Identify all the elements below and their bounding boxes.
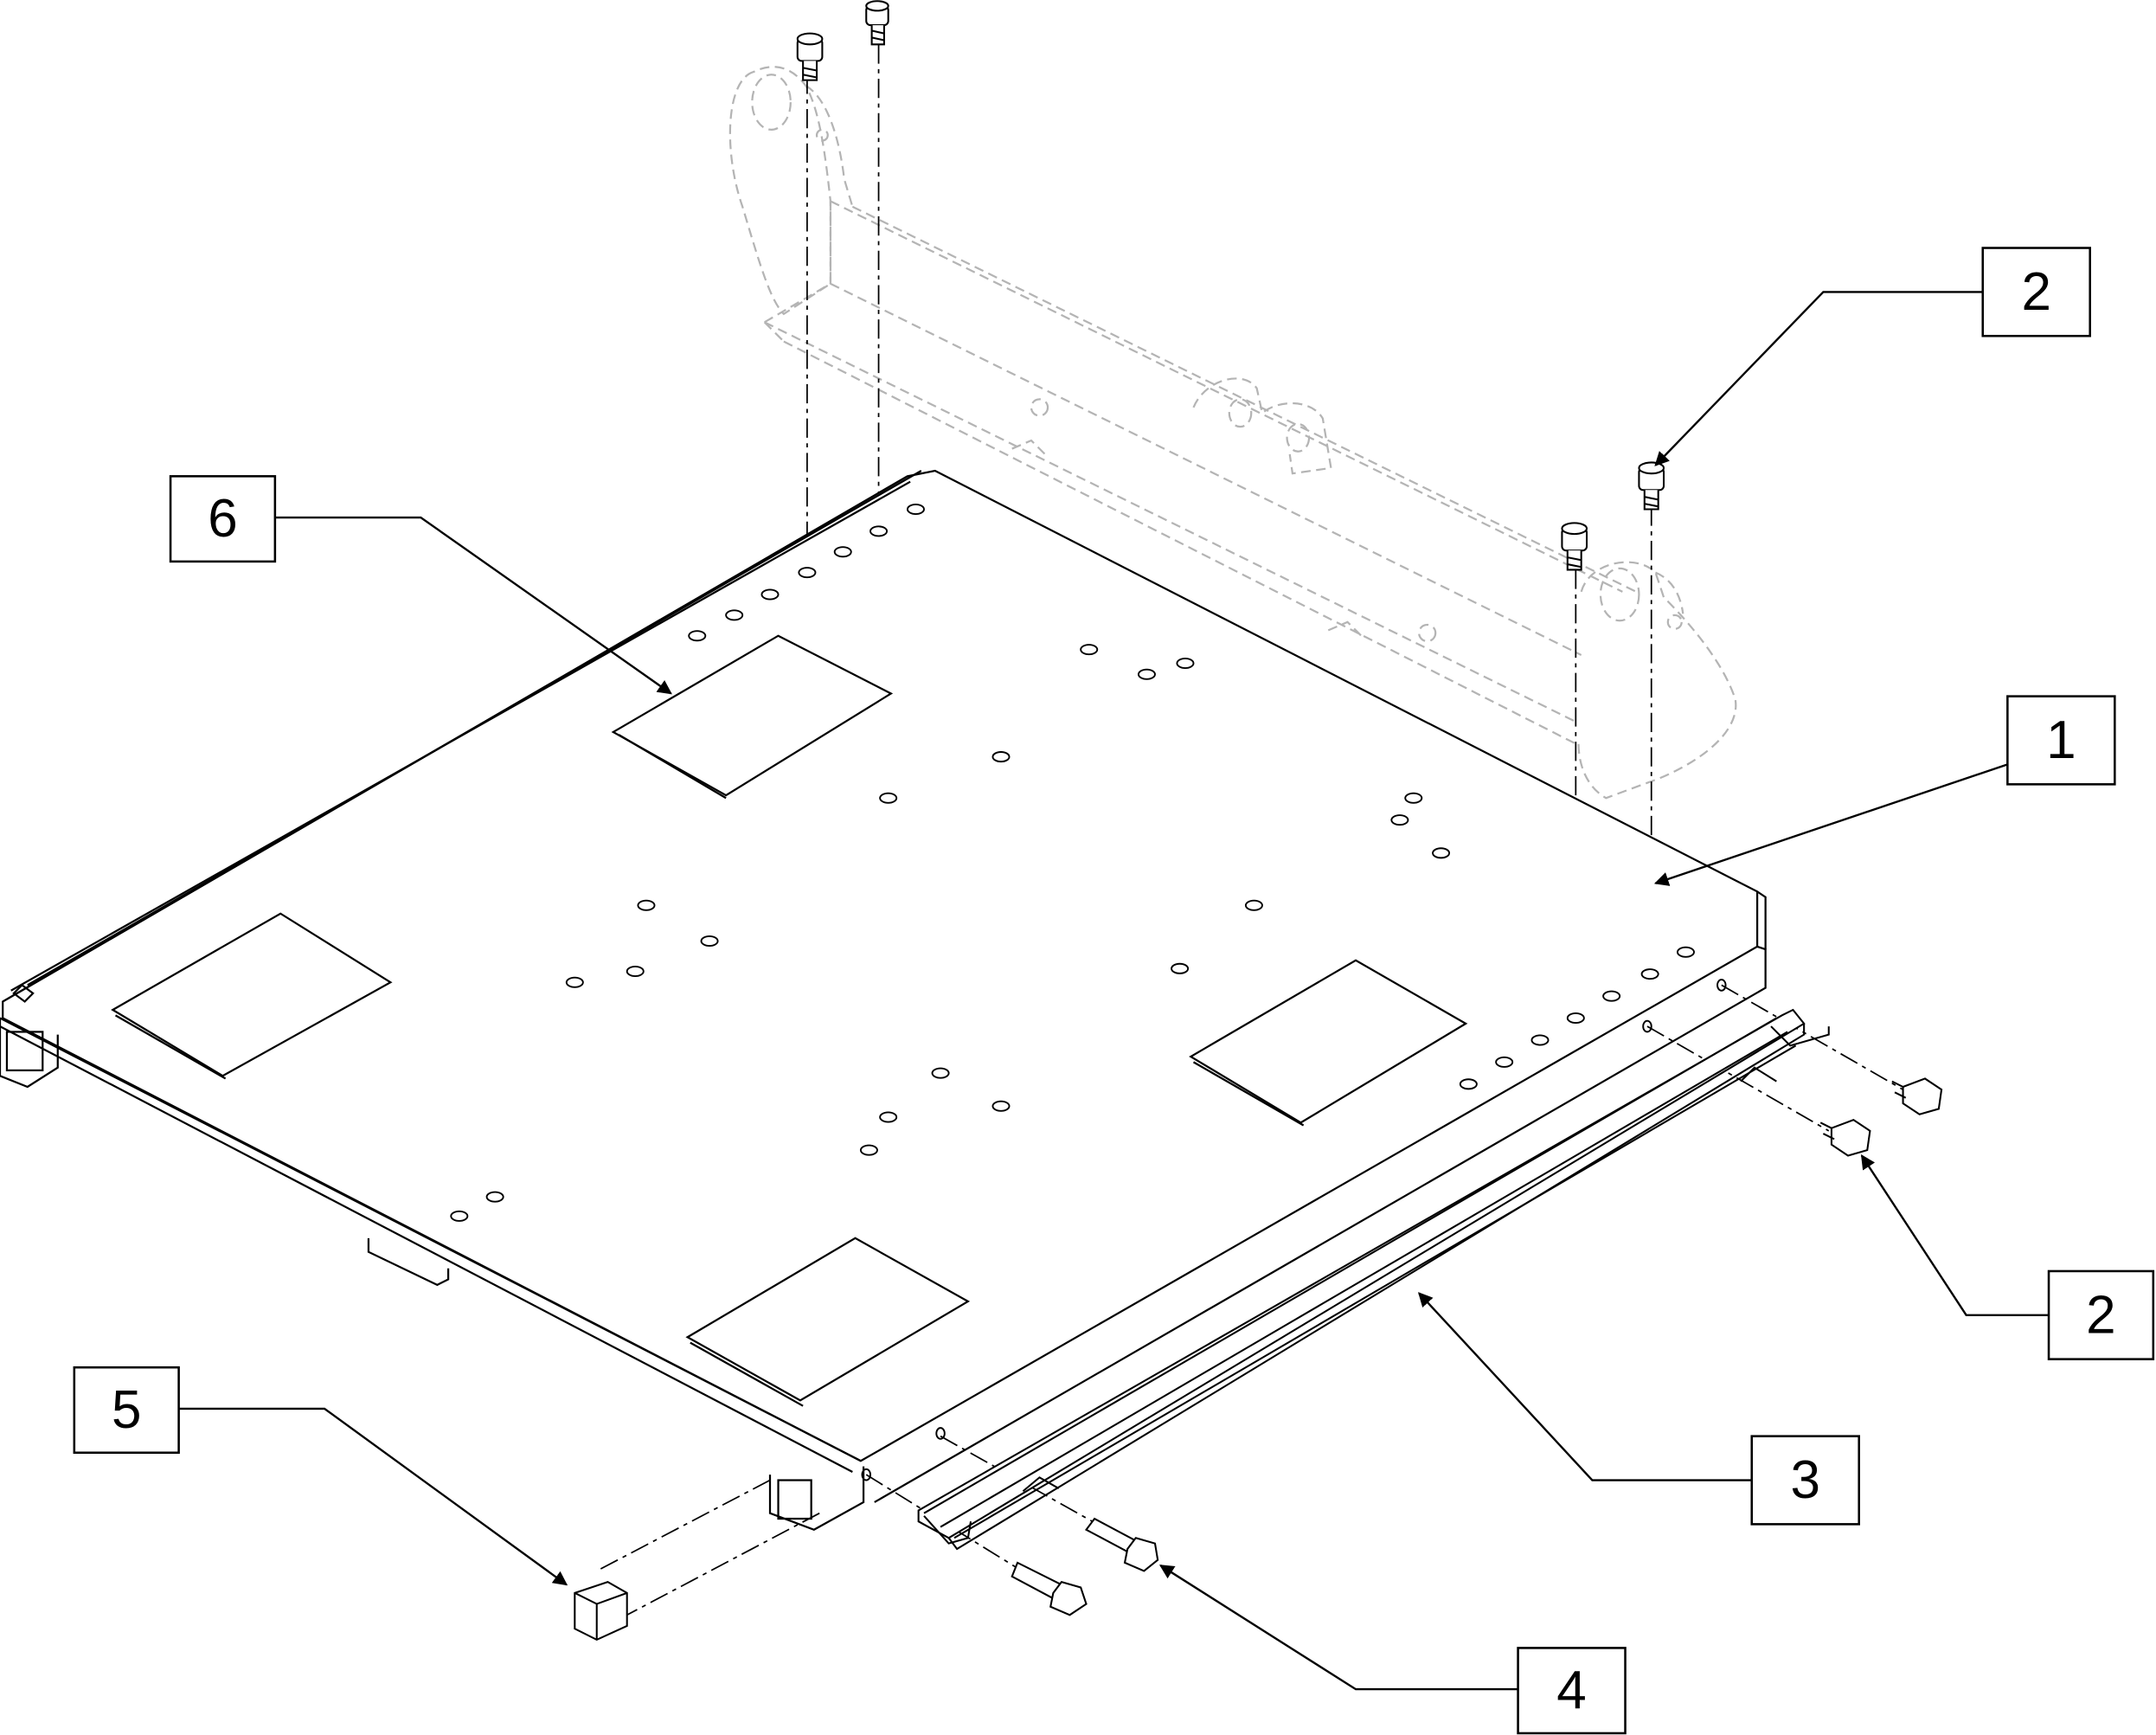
- callout-1: 1: [2006, 695, 2116, 786]
- leader-5: [178, 1407, 568, 1586]
- screws: [574, 0, 1943, 1642]
- screw-right-a: [1638, 461, 1665, 511]
- screw-side-b: [1819, 1118, 1871, 1157]
- callout-label-3: 3: [1790, 1450, 1819, 1510]
- callout-4: 4: [1517, 1647, 1627, 1735]
- slide-rail: [917, 1008, 1830, 1551]
- hinge-bracket-phantom: [728, 66, 1737, 800]
- end-cap: [574, 1581, 628, 1642]
- screw-right-b: [1561, 522, 1588, 571]
- callout-5: 5: [73, 1366, 180, 1455]
- leader-3: [1418, 1292, 1752, 1481]
- callout-3: 3: [1750, 1435, 1860, 1526]
- base-plate: [0, 469, 1767, 1531]
- bolt-a: [1084, 1517, 1159, 1572]
- anti-slip-pads: [111, 634, 1468, 1407]
- callout-label-2-bottom: 2: [2086, 1285, 2115, 1345]
- callout-label-5: 5: [112, 1380, 141, 1440]
- leader-2-top: [1654, 291, 1983, 466]
- callout-label-4: 4: [1556, 1661, 1586, 1720]
- screw-side-a: [1891, 1077, 1943, 1115]
- callout-2-top: 2: [1981, 247, 2091, 337]
- screw-top-right: [865, 0, 889, 46]
- mounting-holes: [450, 503, 1727, 1481]
- bolt-b: [1011, 1561, 1088, 1616]
- callout-label-6: 6: [208, 489, 237, 549]
- callout-6: 6: [169, 475, 277, 563]
- screw-top-left: [796, 32, 824, 81]
- callout-2-bottom: 2: [2047, 1269, 2155, 1360]
- callout-label-2-top: 2: [2021, 262, 2050, 322]
- leader-2-bottom: [1860, 1154, 2050, 1317]
- callout-label-1: 1: [2046, 710, 2076, 770]
- leader-4: [1158, 1565, 1518, 1691]
- leader-6: [274, 516, 672, 695]
